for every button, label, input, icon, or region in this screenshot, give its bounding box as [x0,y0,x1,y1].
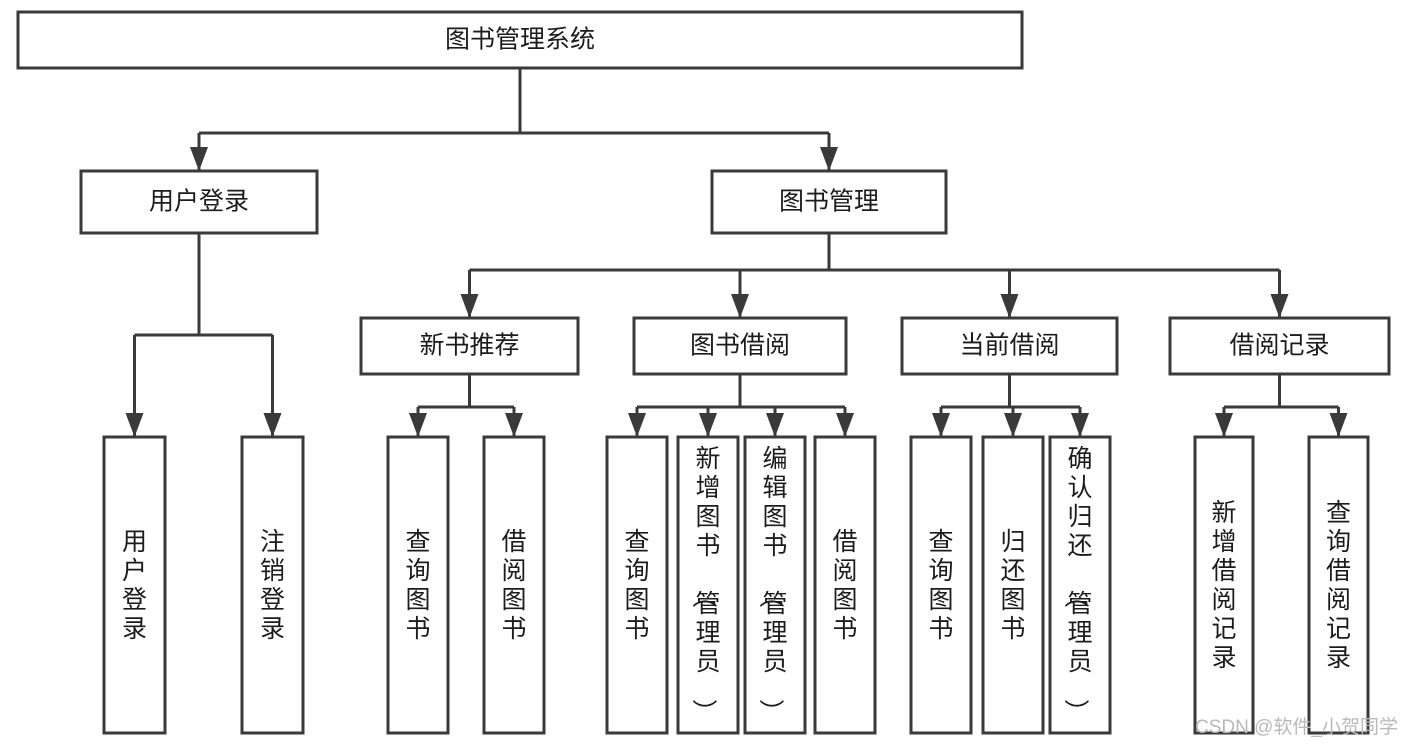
arrow-head-icon-br-add-record [1215,413,1233,437]
arrow-head-icon-cb-confirm-return [1071,413,1089,437]
node-bb-query-book[interactable]: 查询图书 [605,435,669,735]
node-label-bb-edit-book: 编辑图书（管理员） [756,445,787,724]
arrow-head-icon-current-borrow [1000,294,1019,318]
node-label-cb-confirm-return: 确认归还（管理员） [1061,445,1092,724]
node-box-book-borrow [632,316,848,376]
node-label-cb-query-book: 查询图书 [928,528,953,643]
node-box-rec-query-book [386,435,450,735]
arrow-head-icon-bb-add-book [699,413,717,437]
node-label-current-borrow: 当前借阅 [959,332,1059,360]
arrow-head-icon-br-query-record [1329,413,1348,437]
node-box-login-do [102,435,167,735]
node-label-user-login: 用户登录 [149,188,249,216]
node-box-current-borrow [900,316,1119,376]
arrow-head-icon-book-borrow [731,294,749,318]
node-book-borrow[interactable]: 图书借阅 [632,316,848,376]
node-label-book-manage: 图书管理 [779,188,879,216]
arrow-head-icon-rec-borrow-book [505,413,523,437]
node-box-rec-borrow-book [482,435,546,735]
node-label-new-book-rec: 新书推荐 [419,332,519,360]
arrow-head-icon-cb-query-book [932,413,950,437]
arrow-head-icon-bb-query-book [628,413,646,437]
node-label-cb-return-book: 归还图书 [1000,528,1025,643]
node-box-br-add-record [1193,435,1255,735]
arrow-head-icon-logout-do [263,413,282,437]
node-br-query-record[interactable]: 查询借阅记录 [1307,435,1370,735]
node-cb-query-book[interactable]: 查询图书 [909,435,973,735]
node-rec-query-book[interactable]: 查询图书 [386,435,450,735]
node-label-logout-do: 注销登录 [260,528,285,643]
node-box-br-query-record [1307,435,1370,735]
node-label-root: 图书管理系统 [445,26,595,54]
arrow-head-icon-book-manage [820,147,838,171]
arrow-head-icon-bb-borrow-book [836,413,854,437]
node-login-do[interactable]: 用户登录 [102,435,167,735]
node-book-manage[interactable]: 图书管理 [710,169,948,235]
node-label-bb-query-book: 查询图书 [624,528,649,643]
node-box-user-login [79,169,319,235]
node-new-book-rec[interactable]: 新书推荐 [359,316,580,376]
arrow-head-icon-bb-edit-book [766,413,784,437]
node-label-borrow-record: 借阅记录 [1229,332,1329,360]
node-label-br-add-record: 新增借阅记录 [1211,499,1236,672]
node-box-cb-confirm-return [1048,435,1112,735]
node-current-borrow[interactable]: 当前借阅 [900,316,1119,376]
node-logout-do[interactable]: 注销登录 [240,435,305,735]
node-borrow-record[interactable]: 借阅记录 [1168,316,1391,376]
node-box-borrow-record [1168,316,1391,376]
node-root[interactable]: 图书管理系统 [16,10,1024,70]
arrow-head-icon-login-do [125,413,144,437]
node-label-login-do: 用户登录 [122,528,147,643]
node-label-bb-borrow-book: 借阅图书 [832,528,857,643]
node-bb-add-book[interactable]: 新增图书（管理员） [676,435,740,735]
node-box-root [16,10,1024,70]
node-box-bb-add-book [676,435,740,735]
node-bb-borrow-book[interactable]: 借阅图书 [813,435,877,735]
arrow-head-icon-new-book-rec [460,294,479,318]
node-user-login[interactable]: 用户登录 [79,169,319,235]
node-cb-confirm-return[interactable]: 确认归还（管理员） [1048,435,1112,735]
node-label-bb-add-book: 新增图书（管理员） [689,445,720,724]
node-br-add-record[interactable]: 新增借阅记录 [1193,435,1255,735]
node-box-bb-edit-book [743,435,807,735]
node-label-book-borrow: 图书借阅 [690,332,790,360]
node-box-logout-do [240,435,305,735]
node-box-bb-query-book [605,435,669,735]
node-box-book-manage [710,169,948,235]
node-cb-return-book[interactable]: 归还图书 [981,435,1045,735]
node-box-cb-return-book [981,435,1045,735]
node-box-bb-borrow-book [813,435,877,735]
node-bb-edit-book[interactable]: 编辑图书（管理员） [743,435,807,735]
connector-layer [125,68,1348,437]
arrow-head-icon-borrow-record [1270,294,1289,318]
arrow-head-icon-cb-return-book [1004,413,1022,437]
node-label-rec-query-book: 查询图书 [405,528,430,643]
node-label-rec-borrow-book: 借阅图书 [501,528,526,643]
node-box-cb-query-book [909,435,973,735]
arrow-head-icon-user-login [190,147,208,171]
node-box-new-book-rec [359,316,580,376]
arrow-head-icon-rec-query-book [409,413,427,437]
node-label-br-query-record: 查询借阅记录 [1326,499,1351,672]
node-rec-borrow-book[interactable]: 借阅图书 [482,435,546,735]
csdn-watermark: CSDN @软件_小贺同学 [1195,716,1398,738]
node-layer: 图书管理系统用户登录图书管理用户登录注销登录新书推荐查询图书借阅图书图书借阅查询… [16,10,1391,735]
